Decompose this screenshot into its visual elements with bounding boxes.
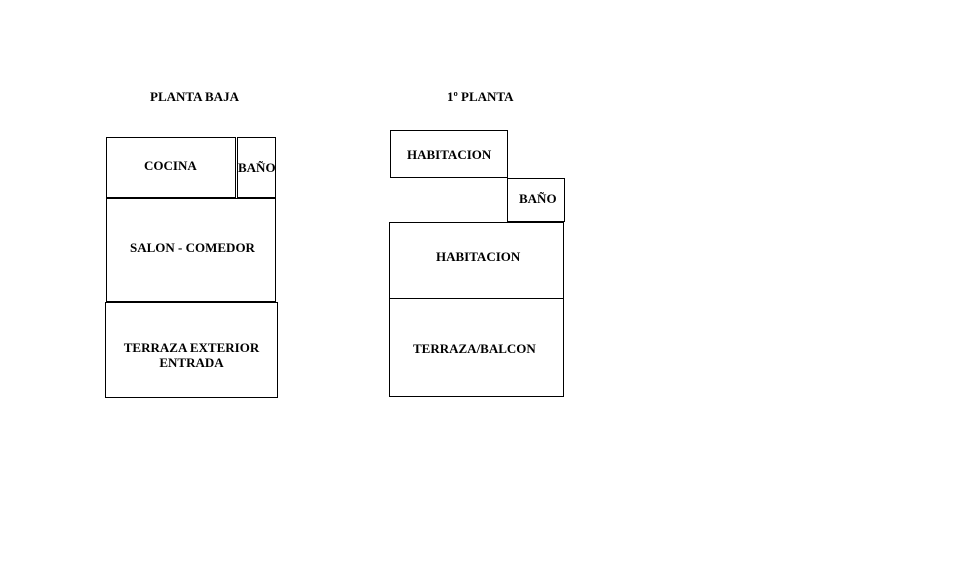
room-bano-first: [507, 178, 565, 222]
room-salon-comedor-label: SALON - COMEDOR: [130, 240, 255, 255]
room-habitacion-small-label: HABITACION: [407, 147, 492, 162]
terraza-exterior-line1: TERRAZA EXTERIOR: [123, 340, 260, 355]
room-terraza-balcon-label: TERRAZA/BALCON: [413, 341, 536, 356]
room-habitacion-large: [389, 222, 564, 299]
terraza-exterior-line2: ENTRADA: [159, 355, 224, 370]
room-bano-first-label: BAÑO: [519, 191, 557, 206]
room-habitacion-small: [390, 130, 508, 178]
ground-floor-title: PLANTA BAJA: [150, 89, 239, 104]
first-floor-title: 1º PLANTA: [447, 89, 514, 104]
room-cocina: [106, 137, 236, 198]
room-cocina-label: COCINA: [144, 158, 197, 173]
room-bano-ground: [237, 137, 276, 198]
room-bano-ground-label: BAÑO: [238, 160, 276, 175]
room-terraza-exterior-label: TERRAZA EXTERIOR ENTRADA: [105, 340, 278, 370]
room-terraza-balcon: [389, 298, 564, 397]
room-salon-comedor: [106, 198, 276, 302]
room-habitacion-large-label: HABITACION: [436, 249, 521, 264]
room-terraza-exterior: [105, 302, 278, 398]
